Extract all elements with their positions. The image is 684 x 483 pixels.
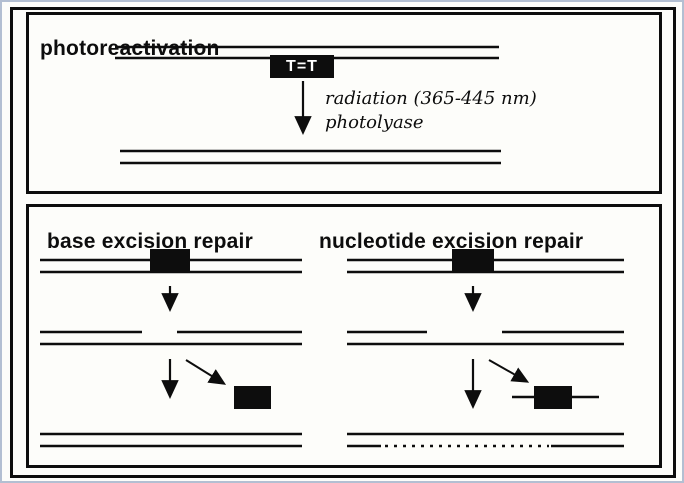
base-excision-title: base excision repair (47, 230, 253, 254)
ber-excised-base-box (234, 386, 271, 409)
photoreactivation-title: photoreactivation (40, 37, 220, 61)
panel-excision-repair: base excision repair nucleotide excision… (26, 204, 662, 468)
nucleotide-excision-title: nucleotide excision repair (319, 230, 584, 254)
ber-damage-site-box (150, 249, 190, 272)
thymine-dimer-box: T=T (270, 55, 334, 78)
ner-excision-arrow (488, 359, 530, 383)
ner-excised-oligo-box (534, 386, 572, 409)
ber-excision-arrow (185, 359, 227, 385)
base-excision-column (40, 249, 302, 448)
reaction-conditions: radiation (365-445 nm) photolyase (325, 87, 537, 136)
thymine-dimer-label: T=T (286, 57, 318, 75)
ner-damage-site-box (452, 249, 494, 272)
nucleotide-excision-column (347, 249, 624, 448)
radiation-label: radiation (365-445 nm) (325, 88, 537, 109)
panel-photoreactivation: photoreactivation T=T radiation (365-445… (26, 12, 662, 194)
figure-border (10, 7, 676, 478)
photolyase-label: photolyase (325, 112, 424, 134)
excision-repair-diagram (40, 249, 624, 448)
